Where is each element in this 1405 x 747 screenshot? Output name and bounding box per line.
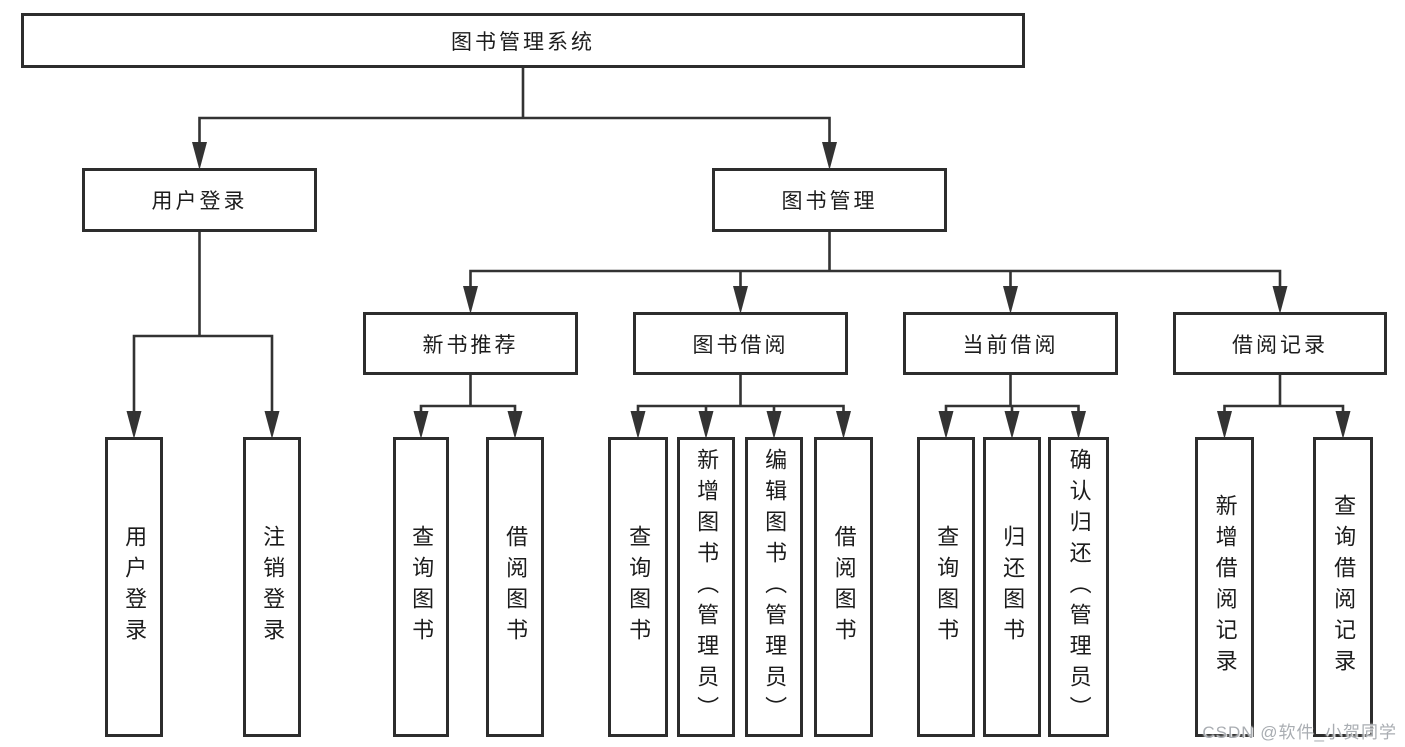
- node-label: 用户登录: [151, 190, 248, 213]
- connector-path: [636, 371, 845, 433]
- connector-path: [132, 228, 274, 433]
- node-current-borrow: 当前借阅: [903, 312, 1118, 375]
- node-leaf-rec-borrow: 借阅图书: [486, 437, 544, 737]
- connector-path: [198, 64, 831, 164]
- node-book-borrow: 图书借阅: [633, 312, 848, 375]
- node-label: 查询图书: [409, 525, 435, 649]
- node-label: 确认归还（管理员）: [1066, 447, 1092, 727]
- node-book-mgmt: 图书管理: [712, 168, 947, 232]
- node-leaf-bb-add: 新增图书（管理员）: [677, 437, 735, 737]
- node-leaf-cb-confirm: 确认归还（管理员）: [1048, 437, 1109, 737]
- connector-path: [944, 371, 1080, 433]
- node-label: 新增借阅记录: [1212, 494, 1238, 680]
- node-label: 查询借阅记录: [1331, 494, 1357, 680]
- node-borrow-records: 借阅记录: [1173, 312, 1387, 375]
- node-leaf-bb-borrow: 借阅图书: [814, 437, 873, 737]
- node-leaf-logout: 注销登录: [243, 437, 301, 737]
- node-new-book-rec: 新书推荐: [363, 312, 578, 375]
- node-label: 借阅图书: [831, 525, 857, 649]
- node-label: 图书管理: [781, 190, 878, 213]
- node-leaf-cb-return: 归还图书: [983, 437, 1041, 737]
- node-label: 图书管理系统: [451, 30, 595, 54]
- node-leaf-bb-edit: 编辑图书（管理员）: [745, 437, 803, 737]
- node-user-login: 用户登录: [82, 168, 317, 232]
- connector-path: [469, 228, 1282, 308]
- node-label: 归还图书: [1000, 525, 1026, 649]
- node-label: 新增图书（管理员）: [694, 447, 720, 727]
- node-leaf-br-query: 查询借阅记录: [1313, 437, 1373, 737]
- node-label: 查询图书: [626, 525, 652, 649]
- node-leaf-br-add: 新增借阅记录: [1195, 437, 1254, 737]
- node-label: 用户登录: [122, 525, 148, 649]
- node-label: 借阅记录: [1232, 333, 1328, 357]
- node-label: 新书推荐: [422, 333, 519, 357]
- connector-path: [419, 371, 517, 433]
- node-label: 图书借阅: [692, 333, 789, 357]
- connector-path: [1223, 371, 1345, 433]
- node-leaf-user-login: 用户登录: [105, 437, 163, 737]
- node-leaf-rec-query: 查询图书: [393, 437, 449, 737]
- node-label: 当前借阅: [962, 333, 1059, 357]
- watermark: CSDN @软件_小贺同学: [1202, 723, 1397, 742]
- node-label: 查询图书: [934, 525, 960, 649]
- node-leaf-cb-query: 查询图书: [917, 437, 975, 737]
- node-label: 编辑图书（管理员）: [762, 447, 788, 727]
- node-root: 图书管理系统: [21, 13, 1025, 68]
- node-label: 注销登录: [260, 525, 286, 649]
- node-leaf-bb-query: 查询图书: [608, 437, 668, 737]
- node-label: 借阅图书: [503, 525, 529, 649]
